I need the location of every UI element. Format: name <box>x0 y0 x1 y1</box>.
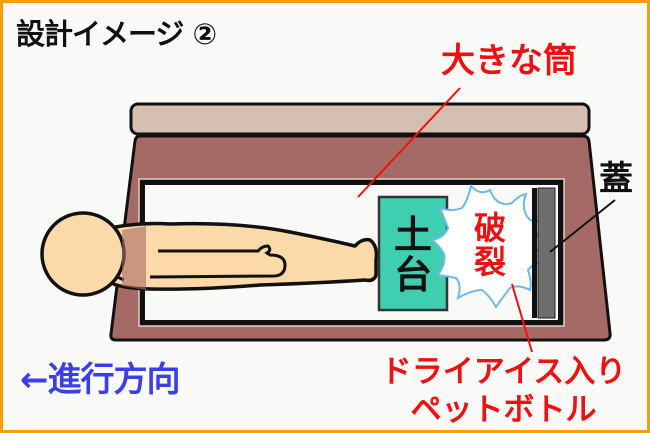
bottle-label-line1: ドライアイス入り <box>380 354 627 390</box>
base-label: 土 台 <box>378 213 448 297</box>
person <box>40 211 379 297</box>
person-head <box>40 211 126 297</box>
diagram-title: 設計イメージ ② <box>16 17 217 51</box>
top-slab <box>129 102 591 136</box>
base-label-line2: 台 <box>393 252 432 297</box>
lid-plate <box>537 187 556 319</box>
burst-label-line1: 破 <box>473 209 506 247</box>
base-label-line1: 土 <box>393 213 432 257</box>
bottle-label: ドライアイス入り ペットボトル <box>376 353 631 429</box>
person-body <box>108 221 379 291</box>
direction-label: ←進行方向 <box>20 360 180 400</box>
tube-callout-line <box>357 87 461 198</box>
burst-label: 破 裂 <box>460 209 520 281</box>
base-block <box>377 195 449 312</box>
bottle-callout-line <box>511 283 533 353</box>
lid-label: 蓋 <box>599 159 633 199</box>
inner-black-bar <box>532 188 537 318</box>
person-arm <box>149 244 287 279</box>
bottle-label-line2: ペットボトル <box>410 392 597 428</box>
lid-callout-line <box>549 199 616 253</box>
tube-label: 大きな筒 <box>441 41 577 81</box>
burst-label-line2: 裂 <box>473 242 506 281</box>
